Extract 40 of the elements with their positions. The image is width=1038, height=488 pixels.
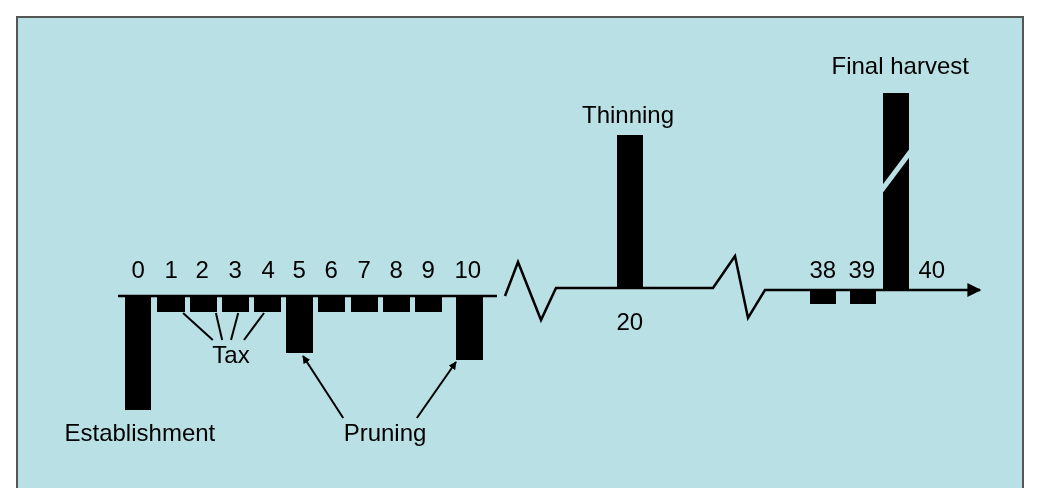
- arrow: [415, 361, 457, 419]
- leader-line: [214, 312, 224, 341]
- year-tick-label: 20: [616, 308, 644, 336]
- callout-label: Tax: [205, 340, 257, 370]
- year-tick-label: 40: [918, 256, 946, 284]
- year-tick-label: 4: [261, 256, 275, 284]
- leader-line: [182, 312, 214, 341]
- year-tick-label: 38: [809, 256, 837, 284]
- year-tick-label: 6: [324, 256, 338, 284]
- arrow: [302, 355, 345, 419]
- leader-line: [243, 312, 265, 341]
- bar: [456, 296, 483, 360]
- year-tick-label: 5: [292, 256, 306, 284]
- year-tick-label: 39: [848, 256, 876, 284]
- bar: [810, 290, 836, 304]
- year-tick-label: 3: [228, 256, 242, 284]
- year-tick-label: 9: [421, 256, 435, 284]
- bar: [157, 296, 185, 312]
- callout-label: Pruning: [330, 418, 440, 448]
- leader-line: [230, 312, 240, 341]
- year-tick-label: 0: [131, 256, 145, 284]
- bar: [850, 290, 876, 304]
- year-tick-label: 2: [195, 256, 209, 284]
- bar: [286, 296, 313, 353]
- bar-label: Final harvest: [831, 52, 969, 80]
- bar: [254, 296, 281, 312]
- bar: [222, 296, 249, 312]
- bar: [190, 296, 217, 312]
- bar: [383, 296, 410, 312]
- year-tick-label: 10: [454, 256, 482, 284]
- year-tick-label: 8: [389, 256, 403, 284]
- bar-label: Establishment: [64, 419, 216, 447]
- bar: [617, 135, 643, 288]
- bar: [125, 296, 151, 410]
- bar: [351, 296, 378, 312]
- year-tick-label: 1: [164, 256, 178, 284]
- bar: [415, 296, 442, 312]
- bar: [318, 296, 345, 312]
- bar-label: Thinning: [582, 101, 675, 129]
- year-tick-label: 7: [357, 256, 371, 284]
